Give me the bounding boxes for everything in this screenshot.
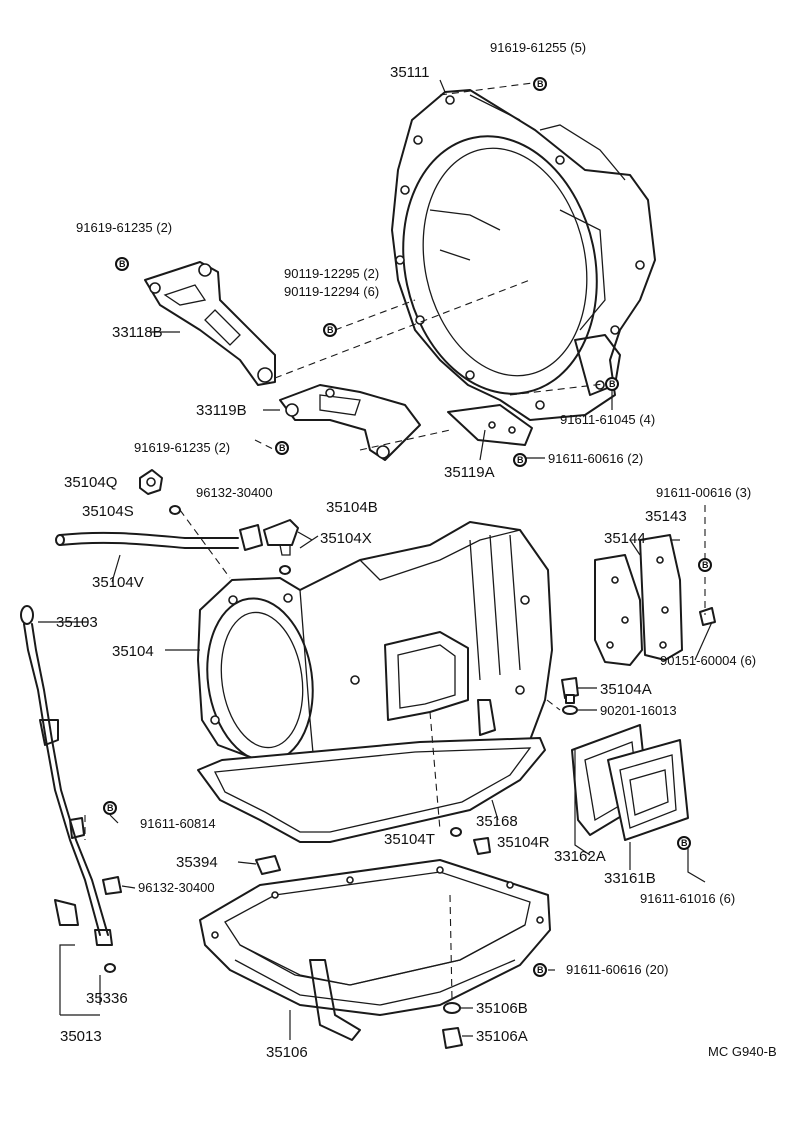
svg-text:B: B <box>537 965 544 975</box>
bolt-symbol-icon: B <box>605 377 619 391</box>
clamp-96132-30400-lower[interactable] <box>102 876 122 895</box>
cover-35144[interactable] <box>594 554 643 666</box>
svg-text:B: B <box>609 379 616 389</box>
svg-text:B: B <box>327 325 334 335</box>
plate-35119A[interactable] <box>447 404 533 446</box>
label-35168: 35168 <box>476 813 518 830</box>
plug-35104R[interactable] <box>473 837 491 855</box>
label-91619-61235-a: 91619-61235 (2) <box>76 220 172 235</box>
label-33118B: 33118B <box>112 324 163 341</box>
svg-text:B: B <box>517 455 524 465</box>
plug-35104A[interactable] <box>561 677 579 704</box>
bolt-symbol-icon: B <box>115 257 129 271</box>
pad-35394[interactable] <box>255 855 281 875</box>
bolt-symbol-icon: B <box>677 836 691 850</box>
label-35143: 35143 <box>645 508 687 525</box>
label-35104B: 35104B <box>326 499 378 516</box>
label-35336: 35336 <box>86 990 128 1007</box>
label-35106A: 35106A <box>476 1028 528 1045</box>
gasket-35106B[interactable] <box>443 1002 461 1014</box>
label-35106: 35106 <box>266 1044 308 1061</box>
svg-text:B: B <box>279 443 286 453</box>
label-96132-30400-b: 96132-30400 <box>138 880 215 895</box>
label-90151-60004: 90151-60004 (6) <box>660 653 756 668</box>
label-35104X: 35104X <box>320 530 372 547</box>
union-35104B[interactable] <box>263 519 299 556</box>
label-91611-00616: 91611-00616 (3) <box>656 485 751 500</box>
label-90201-16013: 90201-16013 <box>600 703 677 718</box>
hose-35104V[interactable] <box>55 531 239 549</box>
clamp-96132-30400-top[interactable] <box>239 524 263 551</box>
callout-labels: 35111 91619-61255 (5) 91619-61235 (2) 90… <box>56 40 777 1061</box>
label-35104S: 35104S <box>82 503 134 520</box>
label-35104A: 35104A <box>600 681 652 698</box>
gasket-35104X[interactable] <box>279 565 291 575</box>
label-91619-61235-b: 91619-61235 (2) <box>134 440 230 455</box>
o-ring-35104S[interactable] <box>169 505 181 515</box>
bracket-33118B[interactable] <box>144 261 276 386</box>
label-91611-60616-a: 91611-60616 (2) <box>548 451 643 466</box>
label-35013: 35013 <box>60 1028 102 1045</box>
label-35106B: 35106B <box>476 1000 528 1017</box>
label-91611-60616-b: 91611-60616 (20) <box>566 962 668 977</box>
svg-text:B: B <box>702 560 709 570</box>
label-35104Q: 35104Q <box>64 474 117 491</box>
bolt-symbols: B B B B B B B B B B <box>103 77 712 977</box>
plate-35143[interactable] <box>639 534 683 661</box>
bolt-symbol-icon: B <box>513 453 527 467</box>
label-35104V: 35104V <box>92 574 144 591</box>
label-35119A: 35119A <box>444 464 495 481</box>
oil-pan-35106[interactable] <box>199 859 551 1041</box>
drain-plug-35106A[interactable] <box>442 1027 463 1049</box>
bolt-symbol-icon: B <box>533 77 547 91</box>
label-33162A: 33162A <box>554 848 606 865</box>
label-33119B: 33119B <box>196 402 247 419</box>
bolt-symbol-icon: B <box>533 963 547 977</box>
label-35104T: 35104T <box>384 831 435 848</box>
bolt-symbol-icon: B <box>275 441 289 455</box>
bell-housing-35111[interactable] <box>380 89 656 421</box>
svg-text:B: B <box>681 838 688 848</box>
plug-35104Q[interactable] <box>139 469 163 495</box>
label-91611-61016: 91611-61016 (6) <box>640 891 735 906</box>
bolt-symbol-icon: B <box>323 323 337 337</box>
label-35394: 35394 <box>176 854 218 871</box>
bolt-symbol-icon: B <box>698 558 712 572</box>
label-35104: 35104 <box>112 643 154 660</box>
o-ring-35104T[interactable] <box>450 827 462 837</box>
svg-text:B: B <box>107 803 114 813</box>
bracket-33119B[interactable] <box>279 384 421 461</box>
o-ring-35336[interactable] <box>104 963 116 973</box>
label-35103: 35103 <box>56 614 98 631</box>
label-33161B: 33161B <box>604 870 656 887</box>
oil-pan-gasket-35168[interactable] <box>197 737 546 843</box>
gasket-90201-16013[interactable] <box>562 705 578 715</box>
dipstick-35103[interactable] <box>20 605 113 946</box>
label-91611-60814: 91611-60814 <box>140 816 216 831</box>
label-96132-30400-a: 96132-30400 <box>196 485 273 500</box>
bolt-90151-60004[interactable] <box>699 607 716 626</box>
label-35144: 35144 <box>604 530 646 547</box>
leader-lines <box>38 79 713 1040</box>
label-91619-61255: 91619-61255 (5) <box>490 40 586 55</box>
label-35111: 35111 <box>390 64 430 81</box>
cover-33161B[interactable] <box>607 739 689 841</box>
figure-code: MC G940-B <box>708 1044 777 1059</box>
label-90119-12295: 90119-12295 (2) <box>284 266 379 281</box>
label-90119-12294: 90119-12294 (6) <box>284 284 379 299</box>
label-35104R: 35104R <box>497 834 550 851</box>
bolt-symbol-icon: B <box>103 801 117 815</box>
svg-text:B: B <box>537 79 544 89</box>
svg-text:B: B <box>119 259 126 269</box>
label-91611-61045: 91611-61045 (4) <box>560 412 655 427</box>
